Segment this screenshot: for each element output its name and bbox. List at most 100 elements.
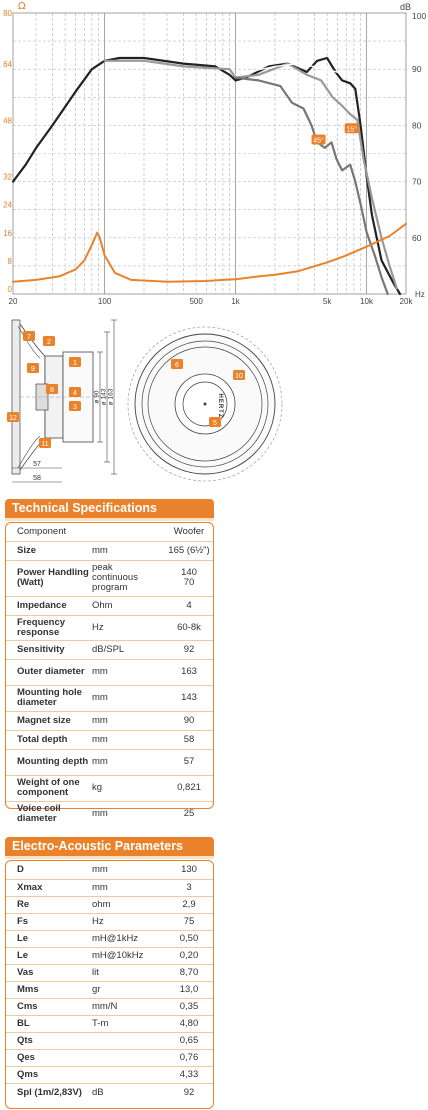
- plot-frame: [12, 12, 407, 295]
- row-label: Voice coil diameter: [17, 802, 61, 824]
- row-value: 4: [186, 599, 192, 611]
- row-label: Size: [17, 544, 37, 556]
- y-left-tick-label: 0: [8, 285, 13, 294]
- table-row: Le mH@1kHz 0,50: [6, 930, 213, 948]
- row-label: Mms: [17, 983, 39, 995]
- callout-label: 11: [41, 441, 48, 448]
- row-unit: kg: [92, 782, 103, 793]
- row-label: Impedance: [17, 599, 67, 611]
- row-unit: Hz: [92, 621, 104, 633]
- row-label: Le: [17, 932, 29, 944]
- row-value: 90: [183, 714, 195, 726]
- logo-text: HERTZ: [217, 394, 223, 419]
- row-value: 0,20: [179, 949, 199, 961]
- row-value: 0,35: [179, 1000, 199, 1012]
- row-unit: mm: [92, 692, 108, 703]
- callout-badge: [171, 359, 183, 369]
- y-left-tick-label: 80: [3, 9, 12, 18]
- callout-badge: [23, 331, 35, 341]
- row-unit: lit: [92, 966, 99, 978]
- callout-badge: [69, 401, 81, 411]
- series-line-1: [103, 59, 398, 290]
- dim-label-vertical: ø 143: [101, 388, 108, 405]
- row-label: Frequency response: [17, 616, 66, 638]
- row-label: Component: [17, 526, 67, 537]
- x-tick-label: 10k: [360, 297, 374, 306]
- row-label: Vas: [17, 966, 34, 978]
- y-right-tick-label: 100: [412, 11, 426, 21]
- callout-badge: [69, 387, 81, 397]
- callout-badge: [209, 417, 221, 427]
- row-label: Outer diameter: [17, 666, 85, 677]
- row-value: 3: [186, 881, 192, 893]
- x-tick-label: 20k: [400, 297, 414, 306]
- row-value: 165 (6½"): [168, 544, 210, 556]
- y-left-tick-label: 24: [3, 201, 12, 210]
- callout-badge: [7, 412, 19, 422]
- row-value: 130: [181, 864, 197, 875]
- y-left-tick-label: 48: [3, 116, 12, 125]
- row-unit: mm: [92, 714, 108, 726]
- cone-inner-profile: [17, 325, 41, 469]
- row-value: 60-8k: [177, 621, 201, 633]
- row-unit: mm: [92, 756, 108, 767]
- table-row: Frequency response Hz 60-8k: [6, 615, 213, 641]
- row-unit: peak continuous program: [92, 562, 138, 593]
- y-left-tick-label: 64: [3, 60, 12, 69]
- technical-specifications-title: Technical Specifications: [5, 499, 214, 521]
- row-unit: [92, 523, 164, 541]
- callout-badge: [233, 370, 245, 380]
- row-unit: mH@1kHz: [92, 932, 139, 944]
- row-unit: [92, 1049, 164, 1066]
- row-value: 13,0: [179, 983, 199, 995]
- surround-outer: [141, 340, 269, 468]
- row-unit: mm: [92, 666, 108, 677]
- row-value: 92: [183, 643, 195, 655]
- row-value: 92: [183, 1086, 195, 1098]
- row-value: 75: [183, 915, 195, 927]
- y-right-unit: dB: [400, 2, 411, 12]
- y-right-tick-label: 70: [412, 177, 422, 187]
- center-dot: [203, 402, 207, 406]
- row-unit: dB/SPL: [92, 643, 125, 655]
- series-line-2: [234, 76, 389, 296]
- x-tick-label: 5k: [323, 297, 332, 306]
- callout-label: 9: [31, 366, 35, 373]
- row-label: Qts: [17, 1034, 33, 1046]
- row-label: Sensitivity: [17, 643, 65, 655]
- x-tick-label: 20: [9, 297, 18, 306]
- y-left-tick-label: 32: [3, 173, 12, 182]
- row-value: 8,70: [179, 966, 199, 978]
- row-value: 0,50: [179, 932, 199, 944]
- series-line-3: [234, 62, 347, 76]
- angle-badge-label: 15°: [346, 125, 357, 133]
- row-value: 4,33: [179, 1068, 199, 1080]
- x-tick-label: 1k: [231, 297, 240, 306]
- angle-badge-label: 45°: [313, 137, 324, 145]
- row-unit: gr: [92, 983, 101, 995]
- electro-acoustic-title: Electro-Acoustic Parameters: [5, 837, 214, 859]
- table-row: Sensitivity dB/SPL 92: [6, 640, 213, 660]
- table-row: Vas lit 8,70: [6, 964, 213, 982]
- row-label: Cms: [17, 1000, 38, 1012]
- table-row: Power Handling (Watt)peak continuous pro…: [6, 560, 213, 597]
- row-label: Weight of one component: [17, 777, 80, 798]
- dim-label-horizontal: 58: [33, 475, 41, 482]
- dim-label-vertical: ø 90: [94, 390, 101, 403]
- callout-label: 10: [235, 373, 243, 380]
- row-label: Fs: [17, 915, 29, 927]
